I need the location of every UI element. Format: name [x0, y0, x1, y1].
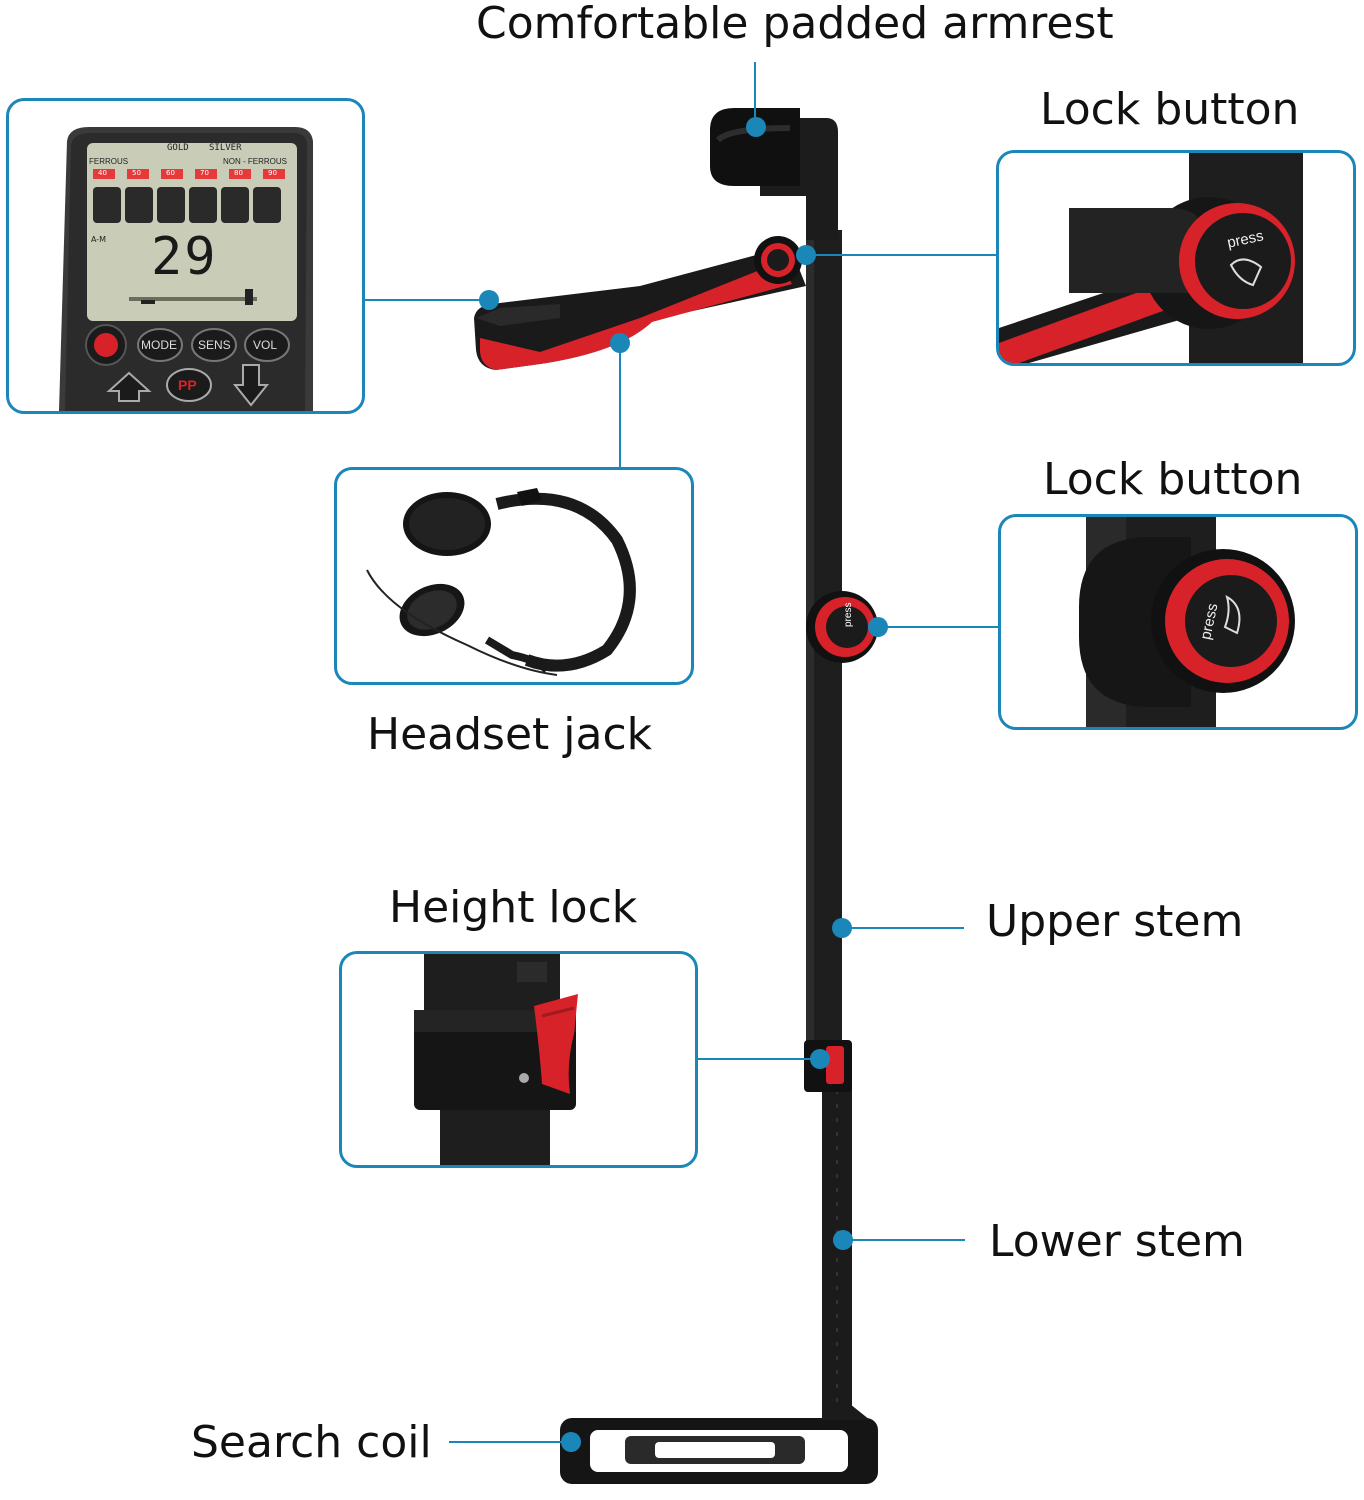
vol-button: VOL	[253, 338, 278, 352]
height-lock-leader	[697, 1058, 820, 1060]
lock-top-leader	[805, 254, 998, 256]
search-coil-label: Search coil	[191, 1417, 432, 1468]
svg-text:press: press	[843, 603, 854, 627]
height-lock-panel	[339, 951, 698, 1168]
lock-button-mid: press	[806, 591, 878, 663]
height-lock-clamp	[804, 1040, 852, 1092]
lower-stem	[822, 1080, 852, 1420]
lock-button-mid-label: Lock button	[1043, 454, 1303, 505]
scale-80: 80	[234, 169, 243, 177]
lock-button-top-panel: press	[996, 150, 1356, 366]
display-panel: GOLD SILVER FERROUS NON - FERROUS 40 50 …	[6, 98, 365, 414]
display-scale: 40 50 60 70 80 90	[93, 169, 293, 179]
armrest-label: Comfortable padded armrest	[476, 0, 1114, 49]
handle	[474, 246, 806, 370]
armrest-dot	[746, 117, 766, 137]
lock-button-mid-panel: press	[998, 514, 1358, 730]
headset-dot	[610, 333, 630, 353]
headset-jack-label: Headset jack	[367, 709, 653, 760]
lock-top-dot	[796, 245, 816, 265]
display-header-left: GOLD	[167, 143, 189, 153]
headset-image	[366, 488, 636, 676]
height-lock-label: Height lock	[389, 882, 638, 933]
search-coil-dot	[561, 1432, 581, 1452]
pp-button: PP	[178, 377, 197, 393]
scale-50: 50	[132, 169, 141, 177]
display-reading: 29	[151, 227, 218, 287]
lock-mid-dot	[868, 617, 888, 637]
display-non-ferrous: NON - FERROUS	[223, 157, 287, 166]
lock-button-top	[754, 236, 802, 284]
display-ferrous: FERROUS	[89, 157, 129, 166]
lower-stem-label: Lower stem	[989, 1216, 1245, 1267]
mode-button: MODE	[141, 338, 177, 352]
scale-40: 40	[98, 169, 107, 177]
height-lock-dot	[810, 1049, 830, 1069]
headset-panel	[334, 467, 694, 685]
display-mode-indicator: A-M	[91, 235, 107, 244]
display-dot	[479, 290, 499, 310]
lock-mid-leader	[878, 626, 1000, 628]
upper-stem-leader	[842, 927, 964, 929]
scale-70: 70	[200, 169, 209, 177]
lower-stem-dot	[833, 1230, 853, 1250]
search-coil-leader	[449, 1441, 571, 1443]
upper-stem-dot	[832, 918, 852, 938]
armrest-leader	[754, 62, 756, 126]
upper-stem-label: Upper stem	[986, 896, 1244, 947]
lower-stem-leader	[843, 1239, 965, 1241]
scale-60: 60	[166, 169, 175, 177]
armrest	[710, 108, 838, 240]
display-header-right: SILVER	[209, 143, 242, 153]
headset-leader	[619, 343, 621, 468]
sens-button: SENS	[198, 338, 231, 352]
lock-button-top-label: Lock button	[1040, 84, 1300, 135]
search-coil	[560, 1400, 878, 1484]
display-leader	[364, 299, 490, 301]
scale-90: 90	[268, 169, 277, 177]
